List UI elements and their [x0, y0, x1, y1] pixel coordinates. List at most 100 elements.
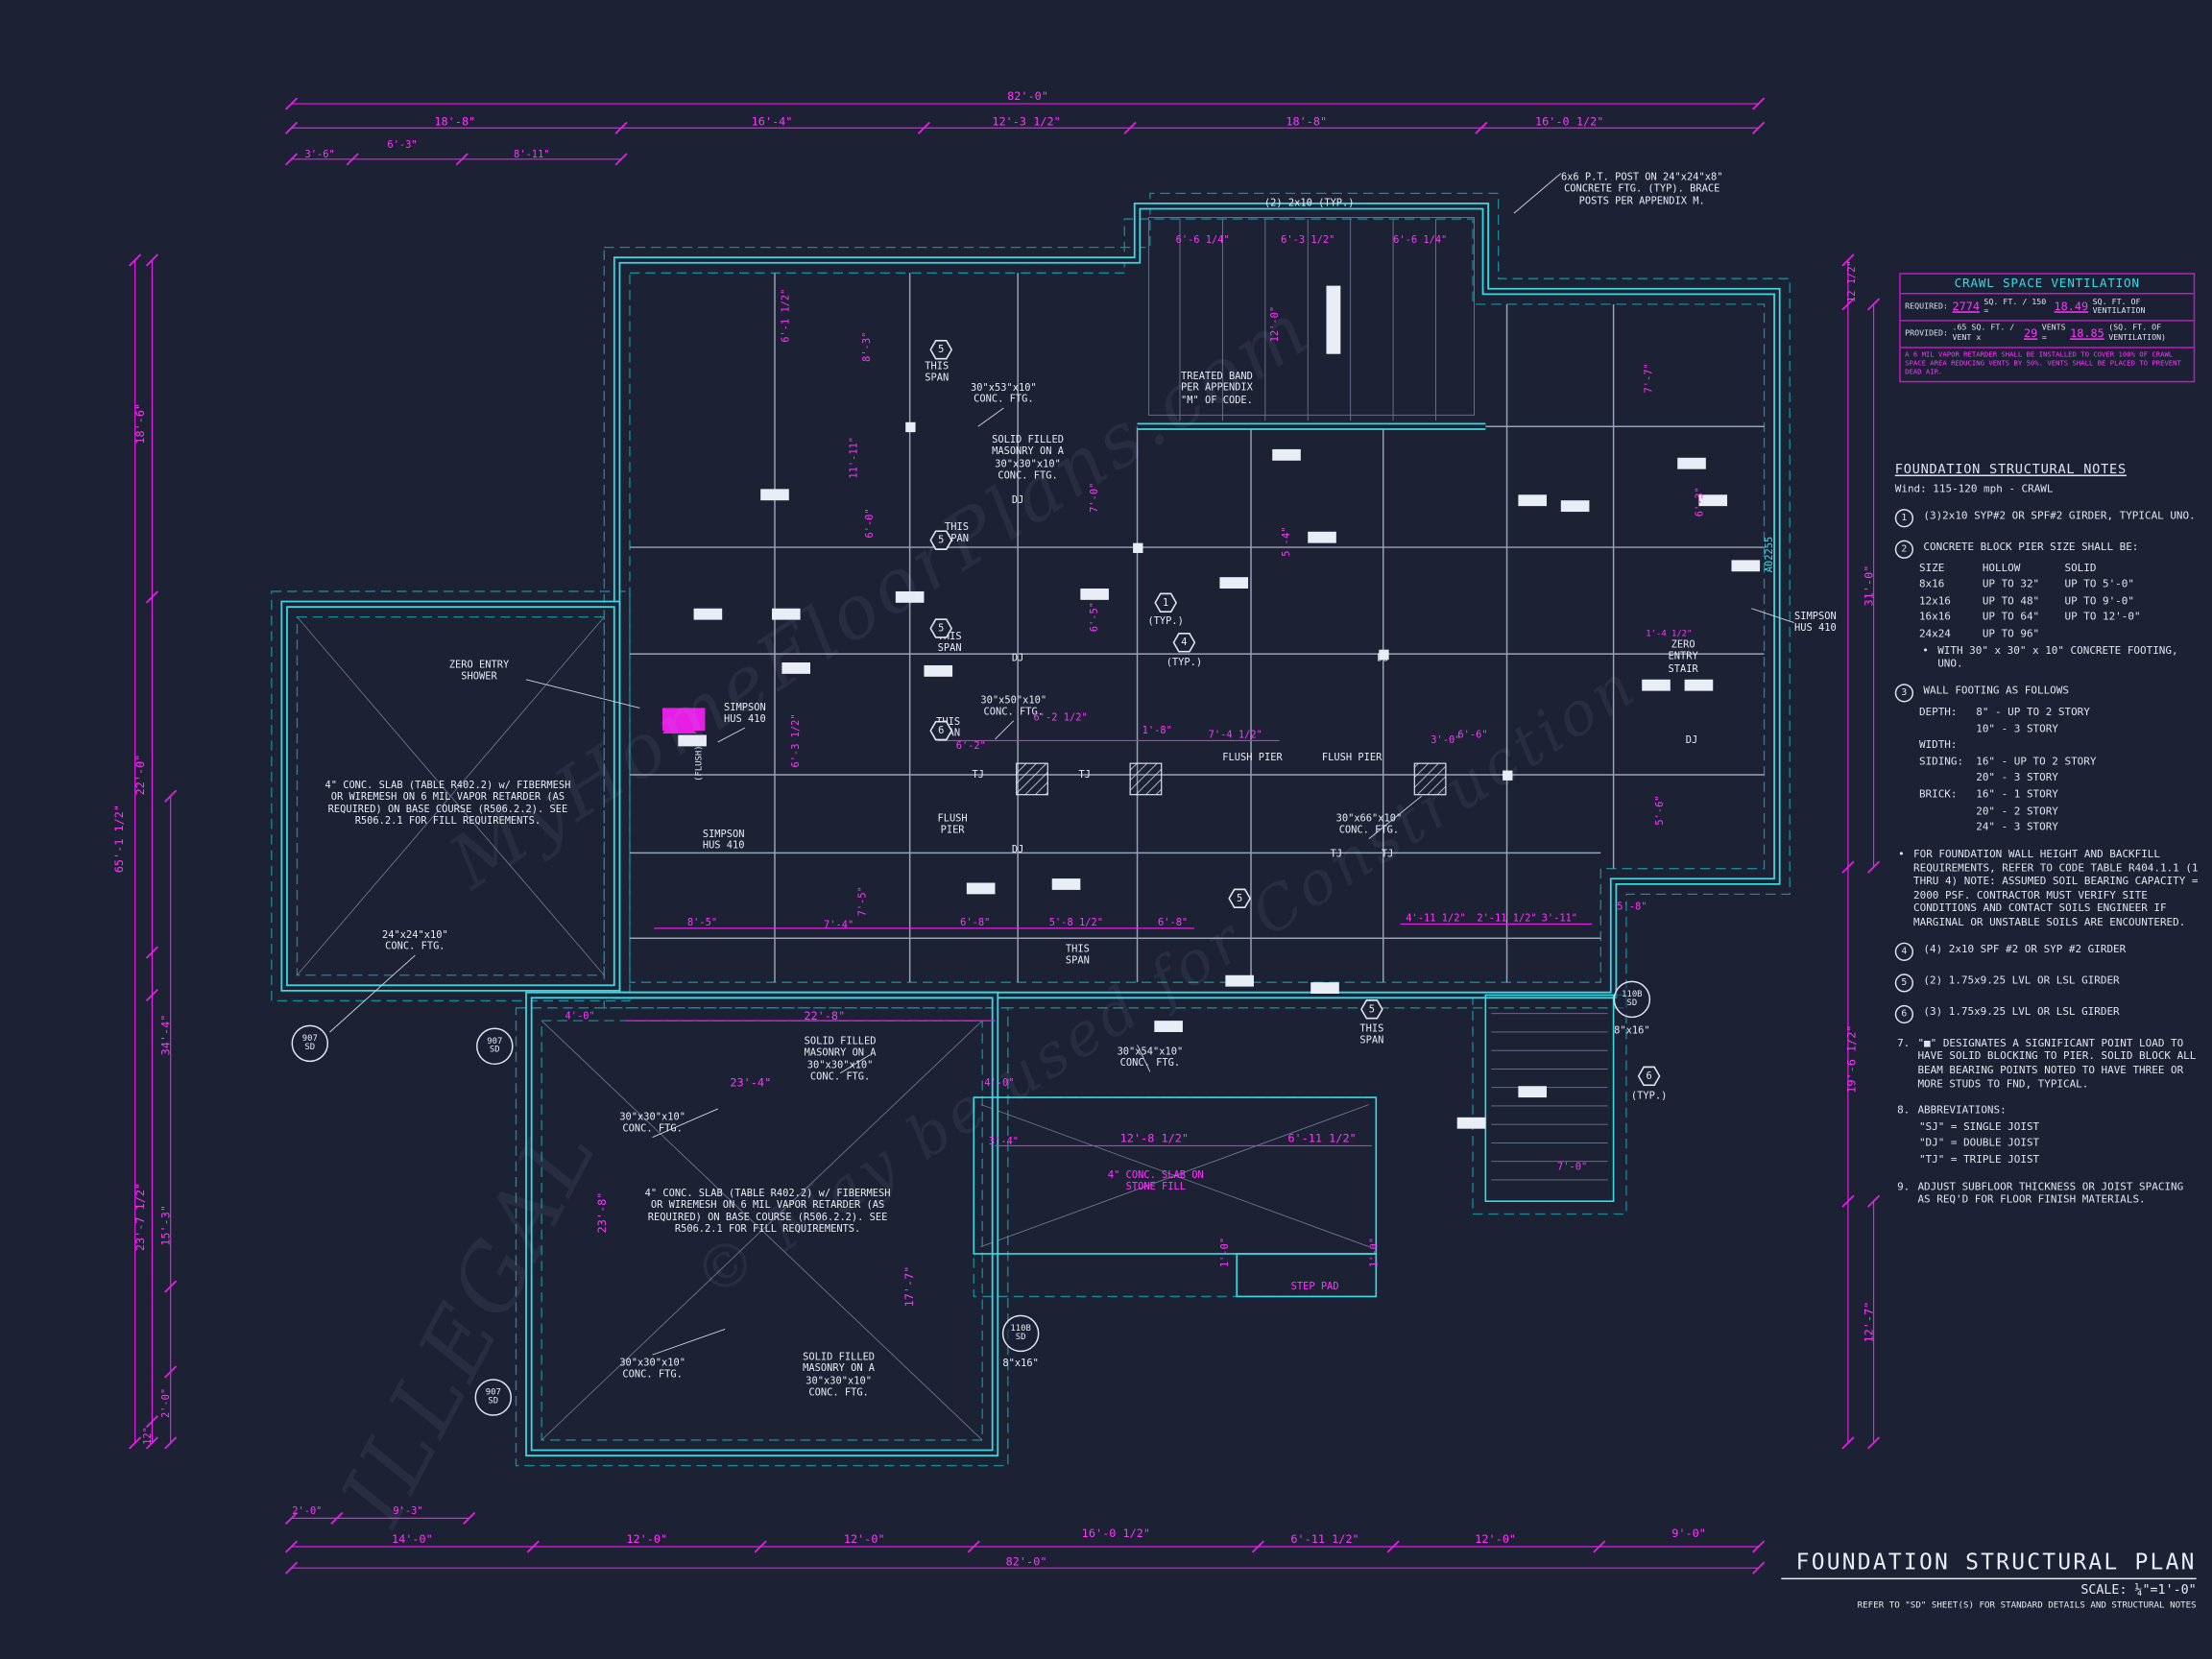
dimension-label: 12'-3 1/2" — [992, 115, 1061, 129]
structural-notes-panel: FOUNDATION STRUCTURAL NOTES Wind: 115-12… — [1894, 462, 2205, 1210]
plan-annotation: SIMPSON HUS 410 — [702, 828, 745, 852]
structural-note-line: 8. ABBREVIATIONS: — [1895, 1103, 2200, 1117]
plan-annotation: 24"x24"x10" CONC. FTG. — [382, 929, 448, 953]
vent-required-row: REQUIRED: 2774 SQ. FT. / 150 = 18.49 SQ.… — [1900, 295, 2194, 322]
structural-note-line: BRICK: 16" - 1 STORY — [1895, 787, 2200, 801]
detail-callout-circle: 907 SD — [291, 1024, 329, 1063]
plan-annotation: 30"x54"x10" CONC. FTG. — [1117, 1046, 1184, 1070]
plan-annotation: 30"x30"x10" CONC. FTG. — [619, 1357, 685, 1381]
note-reference-number: 5 — [938, 344, 945, 356]
dimension-label: 12" — [141, 1427, 154, 1445]
note-text: 20" - 2 STORY — [1918, 804, 2058, 817]
vent-required-value: 18.49 — [2054, 301, 2089, 314]
plan-annotation: A02255 — [1764, 536, 1776, 573]
slab-x-braces — [297, 616, 1370, 1441]
plan-annotation: SOLID FILLED MASONRY ON A 30"x30"x10" CO… — [804, 1035, 877, 1083]
note-number: 3 — [1894, 684, 1914, 703]
vent-vents-eq: VENTS = — [2041, 325, 2066, 343]
dimension-label: 12'-0" — [626, 1532, 668, 1546]
plan-annotation: SOLID FILLED MASONRY ON A 30"x30"x10" CO… — [803, 1351, 876, 1398]
dimension-label: 3'-0" — [1431, 734, 1461, 747]
dimension-label: 3'-4" — [988, 1135, 1019, 1147]
dimension-label: 1'-0" — [1219, 1237, 1232, 1268]
dimension-label: 6'-2" — [955, 740, 986, 753]
dimension-label: 18'-8" — [1286, 115, 1328, 129]
porch-joist-lines — [1147, 217, 1475, 421]
plan-annotation: TJ — [1078, 768, 1092, 781]
note-text: 10" - 3 STORY — [1918, 721, 2058, 734]
vent-provided-label: PROVIDED: — [1905, 328, 1949, 338]
vent-required-suffix: SQ. FT. OF VENTILATION — [2092, 298, 2146, 316]
note-text: ABBREVIATIONS: — [1917, 1103, 2007, 1117]
structural-note-line: 20" - 2 STORY — [1895, 805, 2200, 818]
note-reference-hexagon: 4 — [1172, 632, 1196, 653]
girder-lines — [629, 273, 1765, 983]
note-text: FOR FOUNDATION WALL HEIGHT AND BACKFILL … — [1913, 847, 2205, 929]
note-text: BRICK: 16" - 1 STORY — [1918, 787, 2058, 801]
dimension-label: STEP PAD — [1290, 1280, 1339, 1292]
dimension-label: 6'-3 1/2" — [1281, 234, 1335, 246]
structural-note-line: 16x16 UP TO 64" UP TO 12'-0" — [1895, 611, 2200, 624]
note-reference-number: 1 — [1163, 596, 1169, 609]
note-text: 16x16 UP TO 64" UP TO 12'-0" — [1918, 610, 2141, 624]
vent-provided-vents: 29 — [2023, 326, 2038, 341]
plan-annotation: (2) 2x10 (TYP.) — [1263, 197, 1355, 209]
dimension-label: 8'-5" — [686, 916, 718, 928]
vent-provided-row: PROVIDED: .65 SQ. FT. / VENT x 29 VENTS … — [1900, 321, 2194, 349]
dimension-label: 18'-8" — [434, 115, 476, 129]
dimension-label: 23'-7 1/2" — [133, 1182, 147, 1252]
structural-note-line: 24" - 3 STORY — [1895, 821, 2200, 834]
structural-note-line: 12x16 UP TO 48" UP TO 9'-0" — [1895, 594, 2200, 608]
note-reference-hexagon: 5 — [929, 618, 953, 638]
structural-note-line: 4(4) 2x10 SPF #2 OR SYP #2 GIRDER — [1894, 942, 2200, 961]
note-reference-hexagon: 6 — [1637, 1066, 1661, 1087]
plan-annotation: (TYP.) — [1630, 1090, 1668, 1102]
dimension-label: 14'-0" — [392, 1532, 433, 1546]
plan-annotation: 30"x50"x10" CONC. FTG. — [980, 694, 1047, 718]
note-reference-hexagon: 5 — [1228, 888, 1252, 909]
note-number: 6 — [1894, 1004, 1914, 1023]
dimension-label: 6'-8" — [960, 916, 991, 928]
plan-annotation: SIMPSON HUS 410 — [1794, 611, 1837, 635]
plan-annotation: TJ — [972, 768, 984, 781]
plan-annotation: THIS SPAN — [1359, 1022, 1384, 1046]
note-reference-hexagon: 5 — [1360, 998, 1383, 1020]
note-reference-number: 6 — [1646, 1070, 1652, 1082]
plan-annotation: THIS SPAN — [1065, 943, 1090, 967]
plan-annotation: SIMPSON HUS 410 — [724, 702, 766, 726]
plan-annotation: DJ — [1377, 652, 1389, 664]
notes-subheading: Wind: 115-120 mph - CRAWL — [1894, 481, 2054, 495]
plan-annotation: FLUSH PIER — [1321, 752, 1382, 763]
vent-required-area: 2774 — [1952, 301, 1980, 314]
dimension-label: 3'-11" — [1541, 912, 1578, 925]
note-text: "TJ" = TRIPLE JOIST — [1918, 1152, 2040, 1166]
plan-annotation: 30"x30"x10" CONC. FTG. — [619, 1111, 685, 1135]
vent-required-formula: SQ. FT. / 150 = — [1984, 298, 2047, 316]
dimension-label: 5'-8" — [1617, 901, 1647, 913]
note-text: SIZE HOLLOW SOLID — [1918, 561, 2097, 574]
structural-note-line: 24x24 UP TO 96" — [1895, 627, 2200, 640]
note-number: 8. — [1897, 1103, 1911, 1117]
structural-note-line: 8x16 UP TO 32" UP TO 5'-0" — [1895, 577, 2200, 590]
plan-annotation: TJ — [1330, 848, 1343, 860]
note-text: 24" - 3 STORY — [1918, 820, 2058, 834]
plan-annotation: TJ — [1381, 848, 1394, 860]
plan-annotation: (TYP.) — [1147, 614, 1184, 627]
note-number: 7. — [1897, 1035, 1911, 1049]
dimension-label: 15'-3" — [159, 1204, 173, 1246]
structural-note-line: DEPTH: 8" - UP TO 2 STORY — [1895, 705, 2200, 718]
dimension-label: 2'-11 1/2" — [1477, 912, 1537, 925]
note-reference-number: 5 — [1237, 892, 1243, 904]
plan-annotation: SOLID FILLED MASONRY ON A 30"x30"x10" CO… — [992, 434, 1064, 481]
note-text: SIDING: 16" - UP TO 2 STORY — [1918, 754, 2097, 768]
note-number: 2 — [1894, 540, 1914, 559]
note-text: (3) 1.75x9.25 LVL OR LSL GIRDER — [1923, 1004, 2120, 1018]
plan-annotation: (TYP.) — [1166, 656, 1203, 668]
structural-note-line: "SJ" = SINGLE JOIST — [1895, 1120, 2200, 1134]
dimension-label: 12'-0" — [843, 1532, 885, 1546]
dimension-label: 6'-0" — [864, 508, 876, 539]
plan-annotation: 30"x66"x10" CONC. FTG. — [1335, 812, 1403, 836]
